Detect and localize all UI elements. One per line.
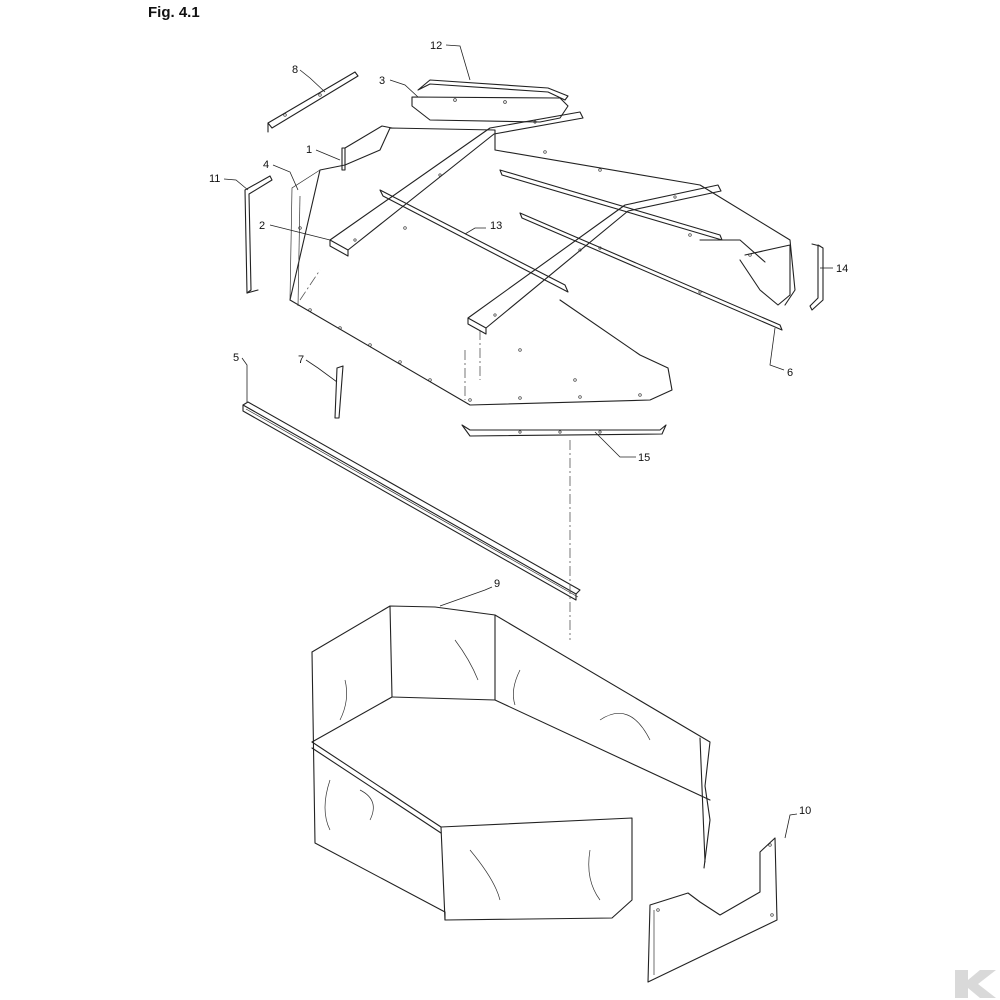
callout-3: 3: [379, 75, 385, 87]
callout-11: 11: [209, 173, 220, 185]
callout-5: 5: [233, 352, 239, 364]
brand-k-logo-icon: [955, 970, 996, 998]
callout-9: 9: [494, 578, 500, 590]
figure-title: Fig. 4.1: [148, 4, 200, 21]
callout-4: 4: [263, 159, 269, 171]
callout-14: 14: [836, 263, 848, 275]
callout-7: 7: [298, 354, 304, 366]
callout-12: 12: [430, 40, 442, 52]
part-6-angle-strip: [519, 212, 783, 331]
part-15-front-strip: [461, 424, 667, 437]
part-2-hoop-front: [329, 111, 584, 257]
callout-2: 2: [259, 220, 265, 232]
part-10-end-flap: [647, 837, 778, 983]
callout-15: 15: [638, 452, 650, 464]
part-3-front-plate: [411, 96, 569, 123]
callout-8: 8: [292, 64, 298, 76]
roof-assembly: [289, 125, 796, 406]
callout-10: 10: [799, 805, 811, 817]
callout-6: 6: [787, 367, 793, 379]
part-11-side-strip: [244, 175, 273, 294]
part-14-side-strip: [809, 243, 824, 311]
callout-leaders: [223, 44, 833, 839]
part-7-stay: [334, 365, 344, 419]
part-2-hoop-rear: [467, 184, 722, 335]
part-9-curtain: [311, 605, 711, 921]
part-5-bottom-rail: [242, 401, 581, 601]
part-8-bracket: [267, 71, 359, 133]
part-12-top-strip: [417, 79, 569, 101]
callout-13: 13: [490, 220, 502, 232]
callout-1: 1: [306, 144, 312, 156]
